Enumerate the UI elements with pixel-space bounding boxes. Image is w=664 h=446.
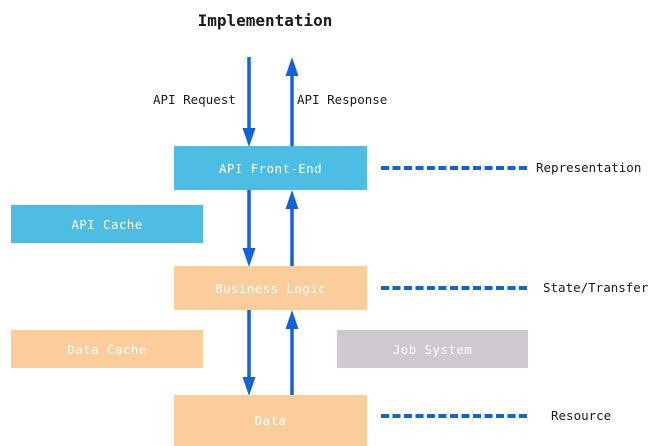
node-label-job-system: Job System [392,341,473,357]
node-label-business-logic: Business Logic [215,280,326,296]
node-data-cache[interactable]: Data Cache [11,330,203,368]
arrow-business-logic-to-data-down [241,310,257,396]
flow-label-api-request: API Request [153,92,236,107]
node-business-logic[interactable]: Business Logic [174,266,367,310]
node-data[interactable]: Data [174,395,367,446]
concept-label-representation: Representation [536,160,642,175]
arrow-api-response-up [284,57,300,147]
diagram-title: Implementation [197,11,333,30]
dashed-connector-state-transfer [381,286,527,294]
node-label-data: Data [254,413,287,428]
flow-label-api-response: API Response [297,92,388,107]
node-api-front-end[interactable]: API Front-End [174,146,367,190]
node-label-data-cache: Data Cache [67,341,147,357]
dashed-connector-representation [381,166,527,174]
node-api-cache[interactable]: API Cache [11,205,203,243]
dashed-connector-resource [381,414,527,422]
concept-label-state-transfer: State/Transfer [543,280,649,295]
node-label-api-front-end: API Front-End [218,160,323,176]
arrow-front-end-to-business-logic-down [241,190,257,267]
node-job-system[interactable]: Job System [337,330,528,368]
concept-label-resource: Resource [551,408,612,423]
arrow-data-to-business-logic-up [284,310,300,396]
node-label-api-cache: API Cache [71,216,143,232]
arrow-api-request-down [241,57,257,147]
arrow-business-logic-to-front-end-up [284,190,300,267]
